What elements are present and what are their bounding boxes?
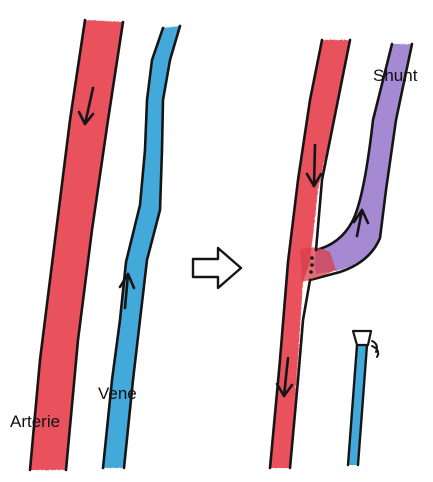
ligated-vein-fill bbox=[348, 345, 367, 465]
right-arrow-outline-icon bbox=[193, 248, 241, 288]
label-vene: Vene bbox=[98, 384, 137, 404]
label-shunt: Shunt bbox=[373, 66, 417, 86]
label-arterie: Arterie bbox=[10, 412, 60, 432]
ligated-vein-icon bbox=[348, 331, 378, 465]
